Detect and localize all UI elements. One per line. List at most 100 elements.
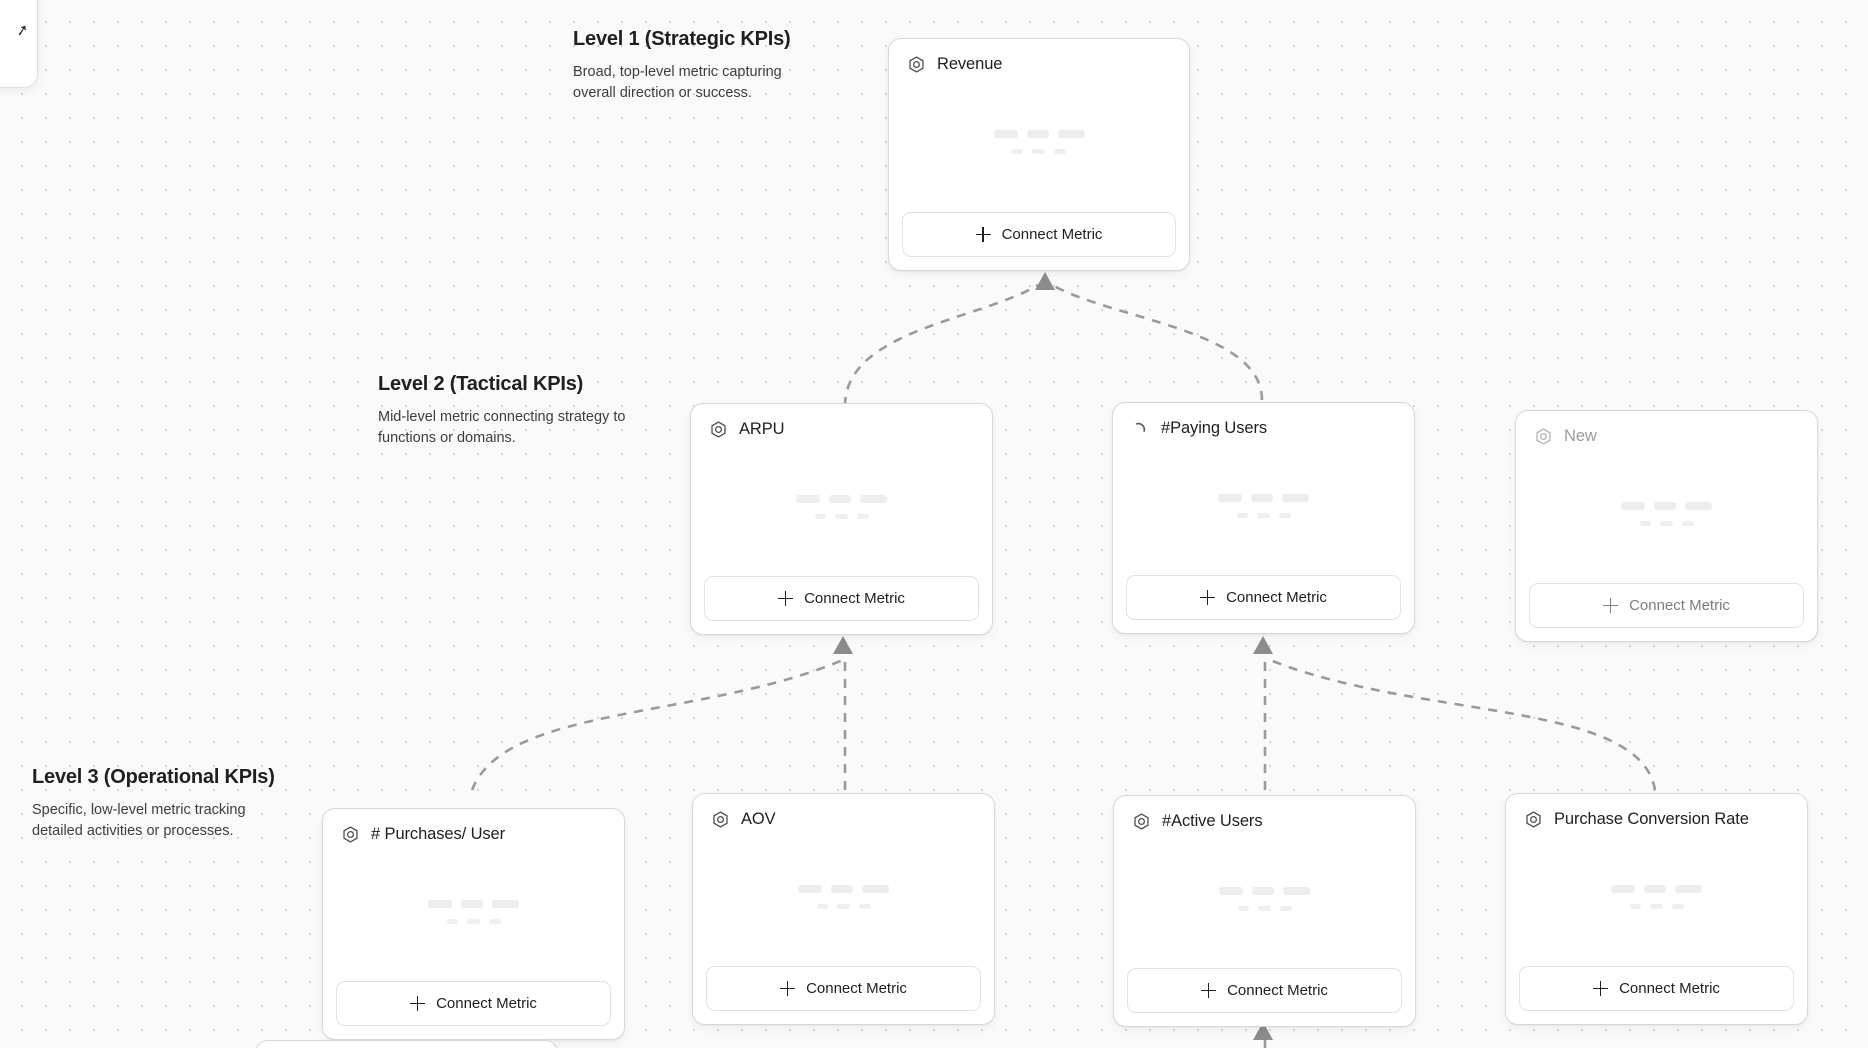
card-header-purchase-conversion-rate: Purchase Conversion Rate bbox=[1506, 794, 1807, 829]
skeleton-row-small bbox=[1629, 903, 1684, 909]
skeleton-row bbox=[1621, 501, 1712, 510]
card-header-active-users: #Active Users bbox=[1114, 796, 1415, 831]
skeleton-row-small bbox=[1237, 905, 1292, 911]
plus-icon bbox=[410, 996, 426, 1011]
metric-card-partial-bottom[interactable] bbox=[255, 1040, 558, 1048]
level-2-description: Mid-level metric connecting strategy to … bbox=[378, 409, 626, 447]
connect-metric-button-arpu[interactable]: Connect Metric bbox=[704, 576, 979, 621]
level-2-title: Level 2 (Tactical KPIs) bbox=[378, 373, 584, 395]
edge-paying-users-revenue bbox=[1051, 283, 1264, 401]
level-label-2: Level 2 (Tactical KPIs) Mid-level metric… bbox=[378, 373, 628, 449]
plus-icon bbox=[1603, 598, 1619, 613]
level-3-description: Specific, low-level metric tracking deta… bbox=[32, 802, 246, 840]
skeleton-row bbox=[798, 884, 889, 893]
card-header-purchases-per-user: # Purchases/ User bbox=[323, 809, 624, 844]
connect-metric-label: Connect Metric bbox=[806, 980, 907, 997]
metric-card-arpu[interactable]: ARPU Connect Metric bbox=[690, 403, 993, 635]
skeleton-row-small bbox=[1236, 512, 1291, 518]
connect-metric-button-purchase-conversion-rate[interactable]: Connect Metric bbox=[1519, 966, 1794, 1011]
plus-icon bbox=[1200, 590, 1216, 605]
connect-metric-label: Connect Metric bbox=[1001, 226, 1103, 243]
connect-metric-button-aov[interactable]: Connect Metric bbox=[706, 966, 981, 1011]
connect-metric-button-purchases-per-user[interactable]: Connect Metric bbox=[336, 981, 611, 1026]
arrowhead-arpu bbox=[833, 636, 853, 654]
card-skeleton-revenue bbox=[889, 74, 1189, 212]
connect-metric-label: Connect Metric bbox=[1226, 589, 1327, 606]
skeleton-row bbox=[796, 494, 887, 503]
connect-metric-button-active-users[interactable]: Connect Metric bbox=[1127, 968, 1402, 1013]
metric-card-new[interactable]: New Connect Metric bbox=[1515, 410, 1818, 642]
card-header-arpu: ARPU bbox=[691, 404, 992, 439]
skeleton-row bbox=[428, 899, 519, 908]
skeleton-row-small bbox=[816, 903, 871, 909]
card-skeleton-arpu bbox=[691, 439, 992, 576]
card-header-paying-users: #Paying Users bbox=[1113, 403, 1414, 438]
metric-card-active-users[interactable]: #Active Users Connect Metric bbox=[1113, 795, 1416, 1027]
skeleton-row-small bbox=[1639, 520, 1694, 526]
level-label-1: Level 1 (Strategic KPIs) Broad, top-leve… bbox=[573, 28, 823, 104]
connect-metric-button-new[interactable]: Connect Metric bbox=[1529, 583, 1804, 628]
connect-metric-label: Connect Metric bbox=[804, 590, 905, 607]
card-header-new: New bbox=[1516, 411, 1817, 446]
skeleton-row-small bbox=[814, 513, 869, 519]
level-1-title: Level 1 (Strategic KPIs) bbox=[573, 28, 791, 50]
connect-metric-button-revenue[interactable]: Connect Metric bbox=[902, 212, 1176, 257]
skeleton-row bbox=[993, 130, 1085, 138]
card-header-partial-bottom bbox=[256, 1041, 557, 1048]
hexagon-icon bbox=[341, 825, 360, 844]
plus-icon bbox=[1593, 981, 1609, 996]
hexagon-icon bbox=[711, 810, 730, 829]
skeleton-row-small bbox=[1012, 149, 1066, 154]
metric-card-purchases-per-user[interactable]: # Purchases/ User Connect Metric bbox=[322, 808, 625, 1040]
card-header-revenue: Revenue bbox=[889, 39, 1189, 74]
metric-card-purchase-conversion-rate[interactable]: Purchase Conversion Rate Connect Metric bbox=[1505, 793, 1808, 1025]
card-title-purchase-conversion-rate: Purchase Conversion Rate bbox=[1554, 810, 1749, 828]
hexagon-icon bbox=[907, 55, 926, 74]
skeleton-row bbox=[1219, 886, 1310, 895]
edge-purchases-arpu bbox=[470, 658, 844, 791]
card-title-arpu: ARPU bbox=[739, 420, 785, 438]
hexagon-icon bbox=[1132, 812, 1151, 831]
connect-metric-label: Connect Metric bbox=[1619, 980, 1720, 997]
card-skeleton-new bbox=[1516, 446, 1817, 583]
plus-icon bbox=[778, 591, 794, 606]
plus-icon bbox=[1201, 983, 1217, 998]
card-title-aov: AOV bbox=[741, 810, 776, 828]
cursor-icon: ➚ bbox=[14, 20, 31, 41]
card-header-aov: AOV bbox=[693, 794, 994, 829]
hexagon-icon bbox=[709, 420, 728, 439]
skeleton-row bbox=[1218, 493, 1309, 502]
metric-card-revenue[interactable]: Revenue Connect Metric bbox=[888, 38, 1190, 271]
card-skeleton-aov bbox=[693, 829, 994, 966]
arrowhead-paying-users bbox=[1253, 636, 1273, 654]
edge-arpu-revenue bbox=[843, 283, 1039, 407]
card-title-new: New bbox=[1564, 427, 1597, 445]
card-skeleton-purchases-per-user bbox=[323, 844, 624, 981]
plus-icon bbox=[780, 981, 796, 996]
level-1-description: Broad, top-level metric capturing overal… bbox=[573, 64, 782, 102]
level-label-3: Level 3 (Operational KPIs) Specific, low… bbox=[32, 766, 282, 842]
card-title-paying-users: #Paying Users bbox=[1161, 419, 1267, 437]
skeleton-row bbox=[1611, 884, 1702, 893]
hexagon-icon bbox=[1534, 427, 1553, 446]
connect-metric-label: Connect Metric bbox=[1227, 982, 1328, 999]
hexagon-icon bbox=[1524, 810, 1543, 829]
arrowhead-revenue bbox=[1035, 272, 1055, 290]
metric-card-aov[interactable]: AOV Connect Metric bbox=[692, 793, 995, 1025]
plus-icon bbox=[975, 227, 991, 242]
card-title-purchases-per-user: # Purchases/ User bbox=[371, 825, 506, 843]
skeleton-row-small bbox=[446, 918, 501, 924]
edge-conv-rate-paying bbox=[1269, 658, 1657, 791]
metric-card-paying-users[interactable]: #Paying Users Connect Metric bbox=[1112, 402, 1415, 634]
connect-metric-label: Connect Metric bbox=[1629, 597, 1730, 614]
card-skeleton-paying-users bbox=[1113, 438, 1414, 575]
card-skeleton-active-users bbox=[1114, 831, 1415, 968]
card-title-revenue: Revenue bbox=[937, 55, 1003, 73]
connect-metric-button-paying-users[interactable]: Connect Metric bbox=[1126, 575, 1401, 620]
spinner-icon bbox=[1131, 419, 1150, 438]
card-skeleton-purchase-conversion-rate bbox=[1506, 829, 1807, 966]
card-title-active-users: #Active Users bbox=[1162, 812, 1263, 830]
level-3-title: Level 3 (Operational KPIs) bbox=[32, 766, 275, 788]
floating-toolbar-panel[interactable]: ➚ bbox=[0, 0, 38, 88]
